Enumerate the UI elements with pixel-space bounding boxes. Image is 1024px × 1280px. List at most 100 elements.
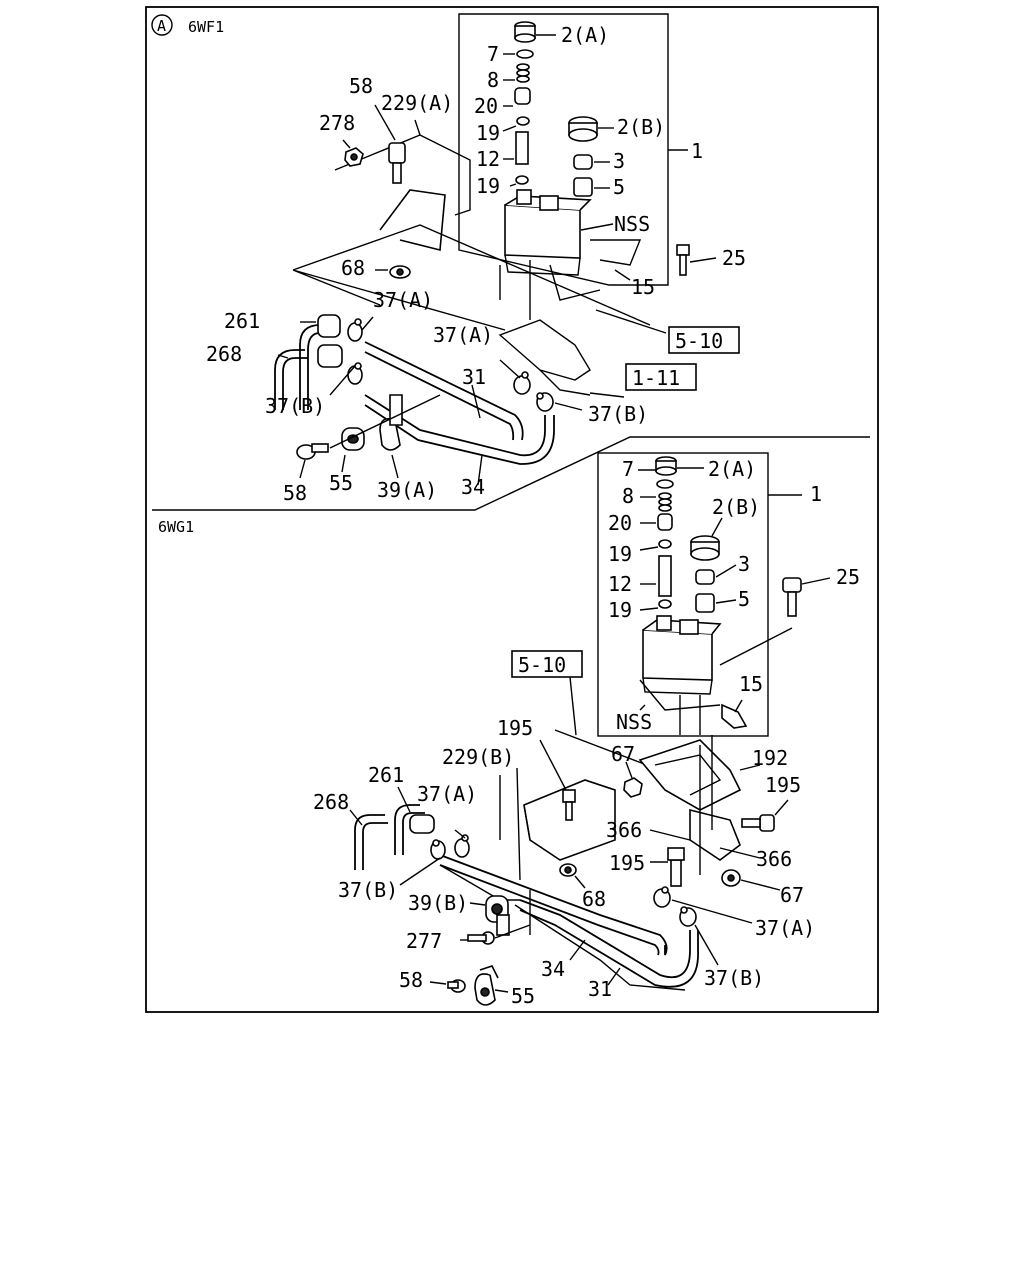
callout-25: 25 bbox=[722, 246, 746, 270]
filter-icon bbox=[514, 87, 531, 105]
clip-icon bbox=[536, 392, 554, 412]
callout-5: 5 bbox=[613, 175, 625, 199]
clip-icon bbox=[430, 839, 446, 860]
bolt-icon bbox=[782, 577, 802, 617]
callout-195a: 195 bbox=[497, 716, 533, 740]
bracket-icon bbox=[499, 260, 601, 320]
callout-229a: 229(A) bbox=[381, 91, 453, 115]
callout-37a-2: 37(A) bbox=[433, 323, 493, 347]
callout-31-b: 31 bbox=[588, 977, 612, 1001]
bolt-icon bbox=[296, 443, 329, 460]
callout-nss-b: NSS bbox=[616, 710, 652, 734]
ref-5-10-top: 5-10 bbox=[675, 329, 723, 353]
ref-box-5-10-bottom bbox=[511, 650, 583, 678]
callout-39b: 39(B) bbox=[408, 891, 468, 915]
bracket-icon bbox=[638, 739, 742, 811]
callout-37a-2-b: 37(A) bbox=[755, 916, 815, 940]
callout-37b-2-b: 37(B) bbox=[704, 966, 764, 990]
clip-icon bbox=[679, 906, 697, 927]
hose-icon bbox=[439, 854, 668, 956]
diagram-frame bbox=[145, 6, 879, 1013]
callout-19b: 19 bbox=[476, 174, 500, 198]
callout-229b: 229(B) bbox=[442, 745, 514, 769]
bracket-icon bbox=[689, 808, 741, 861]
reservoir-tank-icon bbox=[642, 615, 722, 695]
clip-icon bbox=[454, 834, 470, 858]
cap-icon bbox=[655, 456, 677, 476]
callout-8: 8 bbox=[487, 68, 499, 92]
callout-15: 15 bbox=[631, 275, 655, 299]
callout-20: 20 bbox=[474, 94, 498, 118]
callout-68: 68 bbox=[341, 256, 365, 280]
callout-37b-2: 37(B) bbox=[588, 402, 648, 426]
callout-31: 31 bbox=[462, 365, 486, 389]
callout-19a-b: 19 bbox=[608, 542, 632, 566]
section-divider bbox=[152, 436, 870, 511]
clip-icon bbox=[513, 371, 531, 395]
o-ring-icon bbox=[516, 49, 534, 59]
cap-icon bbox=[514, 21, 536, 43]
callout-68-b: 68 bbox=[582, 887, 606, 911]
clamp-icon bbox=[341, 427, 365, 451]
spring-icon bbox=[516, 63, 530, 83]
clip-icon bbox=[347, 318, 363, 342]
callout-7-b: 7 bbox=[622, 457, 634, 481]
callout-20-b: 20 bbox=[608, 511, 632, 535]
reservoir-tank-icon bbox=[504, 189, 592, 276]
callout-366b: 366 bbox=[756, 847, 792, 871]
clamp-icon bbox=[485, 895, 510, 936]
callout-67b: 67 bbox=[780, 883, 804, 907]
callout-8-b: 8 bbox=[622, 484, 634, 508]
callout-195c: 195 bbox=[609, 851, 645, 875]
callout-12: 12 bbox=[476, 147, 500, 171]
callout-3: 3 bbox=[613, 149, 625, 173]
callout-37a-1: 37(A) bbox=[373, 288, 433, 312]
callout-7: 7 bbox=[487, 42, 499, 66]
cap-icon bbox=[690, 535, 720, 561]
kit-outline-top bbox=[458, 13, 669, 286]
callout-15-b: 15 bbox=[739, 672, 763, 696]
callout-37b-1-b: 37(B) bbox=[338, 878, 398, 902]
callout-2a: 2(A) bbox=[561, 23, 609, 47]
ref-5-10-bottom: 5-10 bbox=[518, 653, 566, 677]
callout-67a: 67 bbox=[611, 742, 635, 766]
nut-icon bbox=[559, 863, 577, 877]
cap-icon bbox=[568, 116, 598, 142]
callout-278: 278 bbox=[319, 111, 355, 135]
callout-34: 34 bbox=[461, 475, 485, 499]
filter-icon bbox=[657, 513, 673, 531]
callout-277: 277 bbox=[406, 929, 442, 953]
kit-outline-bottom bbox=[597, 452, 769, 737]
callout-195b: 195 bbox=[765, 773, 801, 797]
model-label-bottom: 6WG1 bbox=[158, 518, 194, 536]
callout-192: 192 bbox=[752, 746, 788, 770]
callout-55-b: 55 bbox=[511, 984, 535, 1008]
bolt-icon bbox=[467, 931, 495, 945]
callout-37a-1-b: 37(A) bbox=[417, 782, 477, 806]
callout-19a: 19 bbox=[476, 121, 500, 145]
bolt-icon bbox=[562, 789, 576, 821]
callout-55: 55 bbox=[329, 471, 353, 495]
nut-icon bbox=[344, 147, 364, 167]
hose-icon bbox=[364, 341, 524, 441]
callout-268-b: 268 bbox=[313, 790, 349, 814]
callout-261-b: 261 bbox=[368, 763, 404, 787]
circle-letter: A bbox=[157, 17, 166, 35]
callout-12-b: 12 bbox=[608, 572, 632, 596]
bolt-icon bbox=[741, 814, 775, 832]
bolt-icon bbox=[388, 142, 406, 184]
callout-261: 261 bbox=[224, 309, 260, 333]
callout-58a: 58 bbox=[349, 74, 373, 98]
nut-icon bbox=[389, 265, 411, 279]
ref-box-1-11 bbox=[625, 363, 697, 391]
ref-box-5-10-top bbox=[668, 326, 740, 354]
callout-nss: NSS bbox=[614, 212, 650, 236]
pipe-icon bbox=[658, 555, 672, 597]
callout-1: 1 bbox=[691, 139, 703, 163]
section-bottom: 6WG1 bbox=[158, 452, 860, 1008]
callout-58-b: 58 bbox=[399, 968, 423, 992]
o-ring-icon bbox=[656, 479, 674, 489]
callout-58b: 58 bbox=[283, 481, 307, 505]
callout-3-b: 3 bbox=[738, 552, 750, 576]
